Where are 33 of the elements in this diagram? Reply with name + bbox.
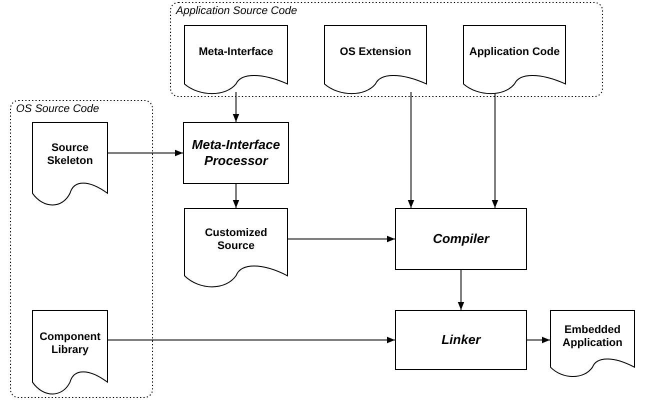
arrow	[232, 92, 240, 122]
arrow	[288, 236, 396, 242]
document-shape	[463, 25, 566, 92]
document-shape	[184, 25, 288, 92]
arrow	[458, 270, 464, 310]
node-label: Embedded Application	[562, 324, 624, 350]
node-label: Component Library	[38, 330, 102, 357]
node-label: Customized Source	[204, 226, 268, 253]
node-label: Linker	[440, 332, 482, 348]
node-label: Compiler	[432, 231, 491, 247]
document-shape	[184, 208, 288, 285]
document-shape	[550, 310, 635, 375]
group-label: Application Source Code	[176, 5, 298, 17]
document-shape	[32, 310, 108, 392]
node-label: OS Extension	[338, 46, 412, 59]
node-label: Meta-Interface Processor	[190, 137, 282, 169]
process-box	[395, 310, 527, 370]
arrow	[108, 150, 184, 156]
arrow	[526, 336, 550, 344]
arrow	[492, 92, 498, 208]
group-frame	[10, 100, 153, 398]
node-label: Meta-Interface	[198, 46, 274, 59]
document-shape	[324, 25, 427, 92]
arrow	[108, 336, 396, 344]
node-label: Application Code	[468, 46, 561, 59]
node-label: Source Skeleton	[46, 142, 94, 168]
process-box	[183, 122, 289, 184]
process-box	[395, 208, 527, 270]
group-frame	[170, 2, 603, 97]
arrow	[408, 92, 414, 208]
arrow	[232, 184, 240, 208]
group-label: OS Source Code	[16, 103, 100, 115]
document-shape	[32, 122, 108, 203]
